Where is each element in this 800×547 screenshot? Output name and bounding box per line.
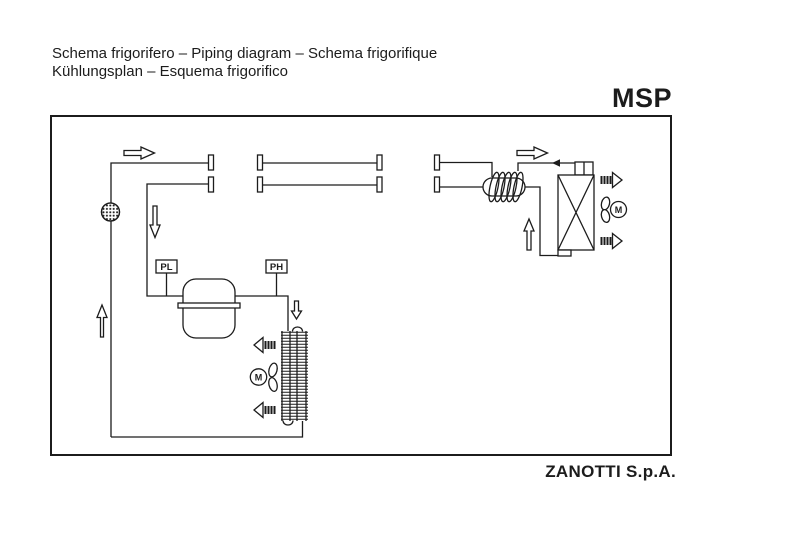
airflow-arrow-left-icon bbox=[252, 336, 276, 354]
flow-arrow-down-icon bbox=[290, 300, 303, 321]
title-line-1: Schema frigorifero – Piping diagram – Sc… bbox=[52, 45, 438, 62]
fan-motor-icon: M bbox=[600, 196, 628, 224]
pipe-flange-icon bbox=[207, 176, 215, 193]
airflow-arrow-right-icon bbox=[600, 171, 624, 189]
flow-arrow-up-icon bbox=[96, 303, 108, 338]
filter-drier-icon bbox=[100, 202, 121, 222]
flow-arrow-right-icon bbox=[123, 145, 157, 161]
diagram-border bbox=[50, 115, 672, 456]
evaporator-fan-motor-label: M bbox=[255, 373, 263, 383]
pipe-discharge-line bbox=[235, 295, 289, 331]
pipe-evaporator-outlet bbox=[111, 421, 304, 438]
fan-motor-icon: M bbox=[249, 362, 278, 393]
interconnecting-pipes bbox=[256, 154, 383, 193]
pipe-flange-icon bbox=[376, 154, 383, 171]
flow-arrow-down-icon bbox=[149, 205, 161, 240]
condenser-crossed-coil-icon bbox=[557, 161, 595, 257]
condenser-fan-motor-label: M bbox=[615, 205, 623, 215]
pressure-switch-low-label: PL bbox=[160, 262, 172, 273]
flow-arrow-up-icon bbox=[523, 217, 535, 251]
page-title: Schema frigorifero – Piping diagram – Sc… bbox=[52, 45, 437, 81]
flow-arrow-right-icon bbox=[516, 145, 550, 161]
pressure-switch-high-label: PH bbox=[270, 262, 283, 273]
evaporating-unit: PL PH bbox=[96, 145, 308, 438]
footer-brand: ZANOTTI S.p.A. bbox=[545, 462, 676, 481]
pipe-to-exchanger-top bbox=[440, 161, 493, 177]
pipe-flange-icon bbox=[256, 154, 264, 171]
heat-exchanger-shell-coil-icon bbox=[482, 171, 526, 203]
pipe-flange-icon bbox=[433, 176, 441, 193]
airflow-arrow-right-icon bbox=[600, 232, 624, 250]
pipe-suction-line bbox=[146, 183, 209, 297]
title-line-2: Kühlungsplan – Esquema frigorifico bbox=[52, 63, 288, 80]
pipe-flange-icon bbox=[256, 176, 264, 193]
pipe-left-riser bbox=[110, 162, 209, 437]
evaporator-finned-coil-icon bbox=[281, 326, 308, 426]
pipe-flange-icon bbox=[433, 154, 441, 171]
pipe-flange-icon bbox=[207, 154, 215, 171]
flow-direction-arrowhead-icon bbox=[552, 159, 560, 167]
condensing-unit: M bbox=[433, 145, 628, 257]
pressure-switch-low: PL bbox=[155, 259, 178, 296]
compressor-icon bbox=[177, 278, 241, 339]
model-code: MSP bbox=[611, 83, 672, 113]
pipe-flange-icon bbox=[376, 176, 383, 193]
pipe-to-condenser-bottom bbox=[525, 186, 558, 257]
airflow-arrow-left-icon bbox=[252, 401, 276, 419]
pipe-to-condenser-header bbox=[517, 162, 575, 171]
pressure-switch-high: PH bbox=[265, 259, 288, 296]
